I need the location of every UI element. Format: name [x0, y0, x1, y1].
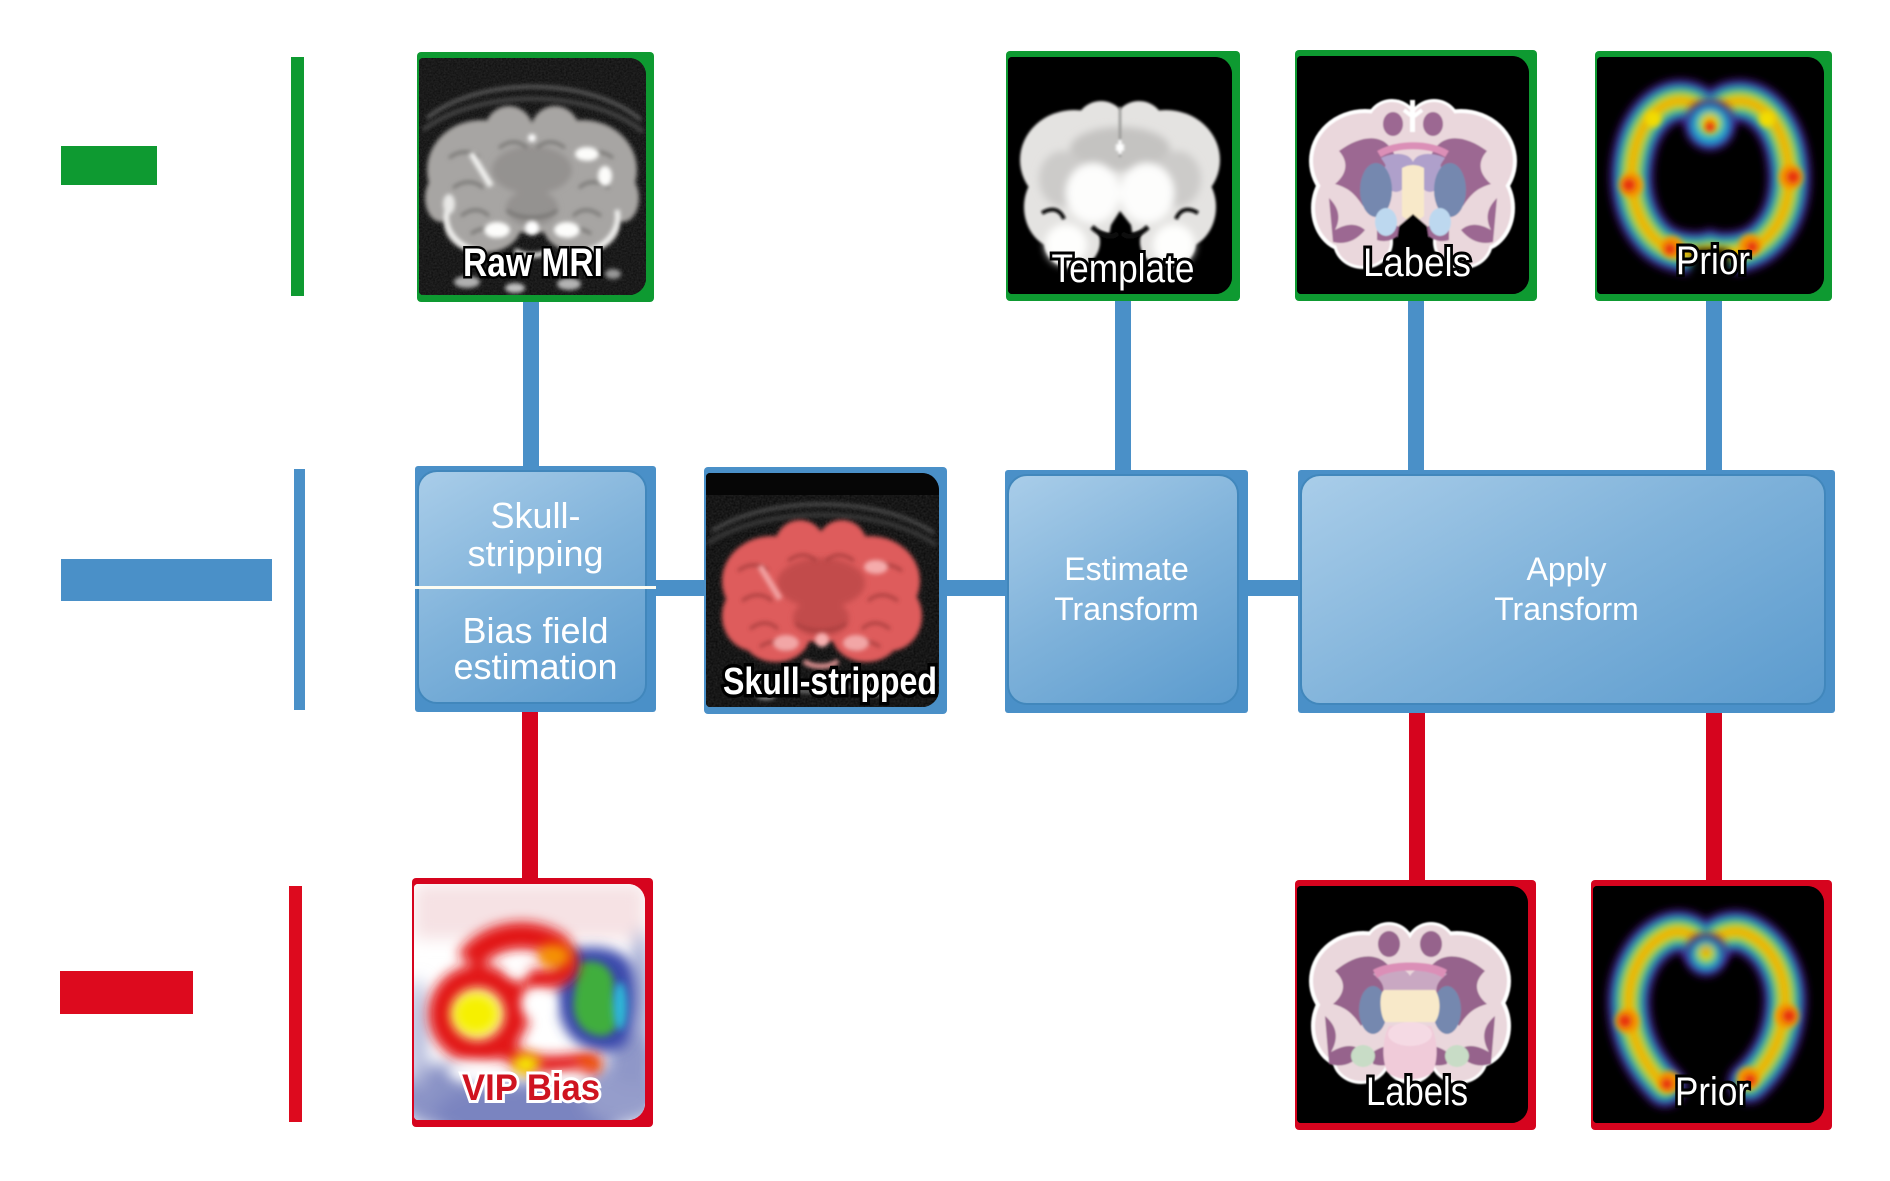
svg-text:Labels: Labels	[1366, 1070, 1468, 1114]
svg-text:Template: Template	[1052, 247, 1195, 291]
svg-text:Labels: Labels	[1363, 241, 1471, 285]
svg-text:VIP Bias: VIP Bias	[462, 1067, 600, 1108]
svg-text:Raw MRI: Raw MRI	[463, 241, 603, 285]
svg-text:Prior: Prior	[1676, 239, 1750, 283]
svg-text:Prior: Prior	[1675, 1070, 1749, 1114]
svg-text:Skull-stripped: Skull-stripped	[723, 661, 937, 703]
